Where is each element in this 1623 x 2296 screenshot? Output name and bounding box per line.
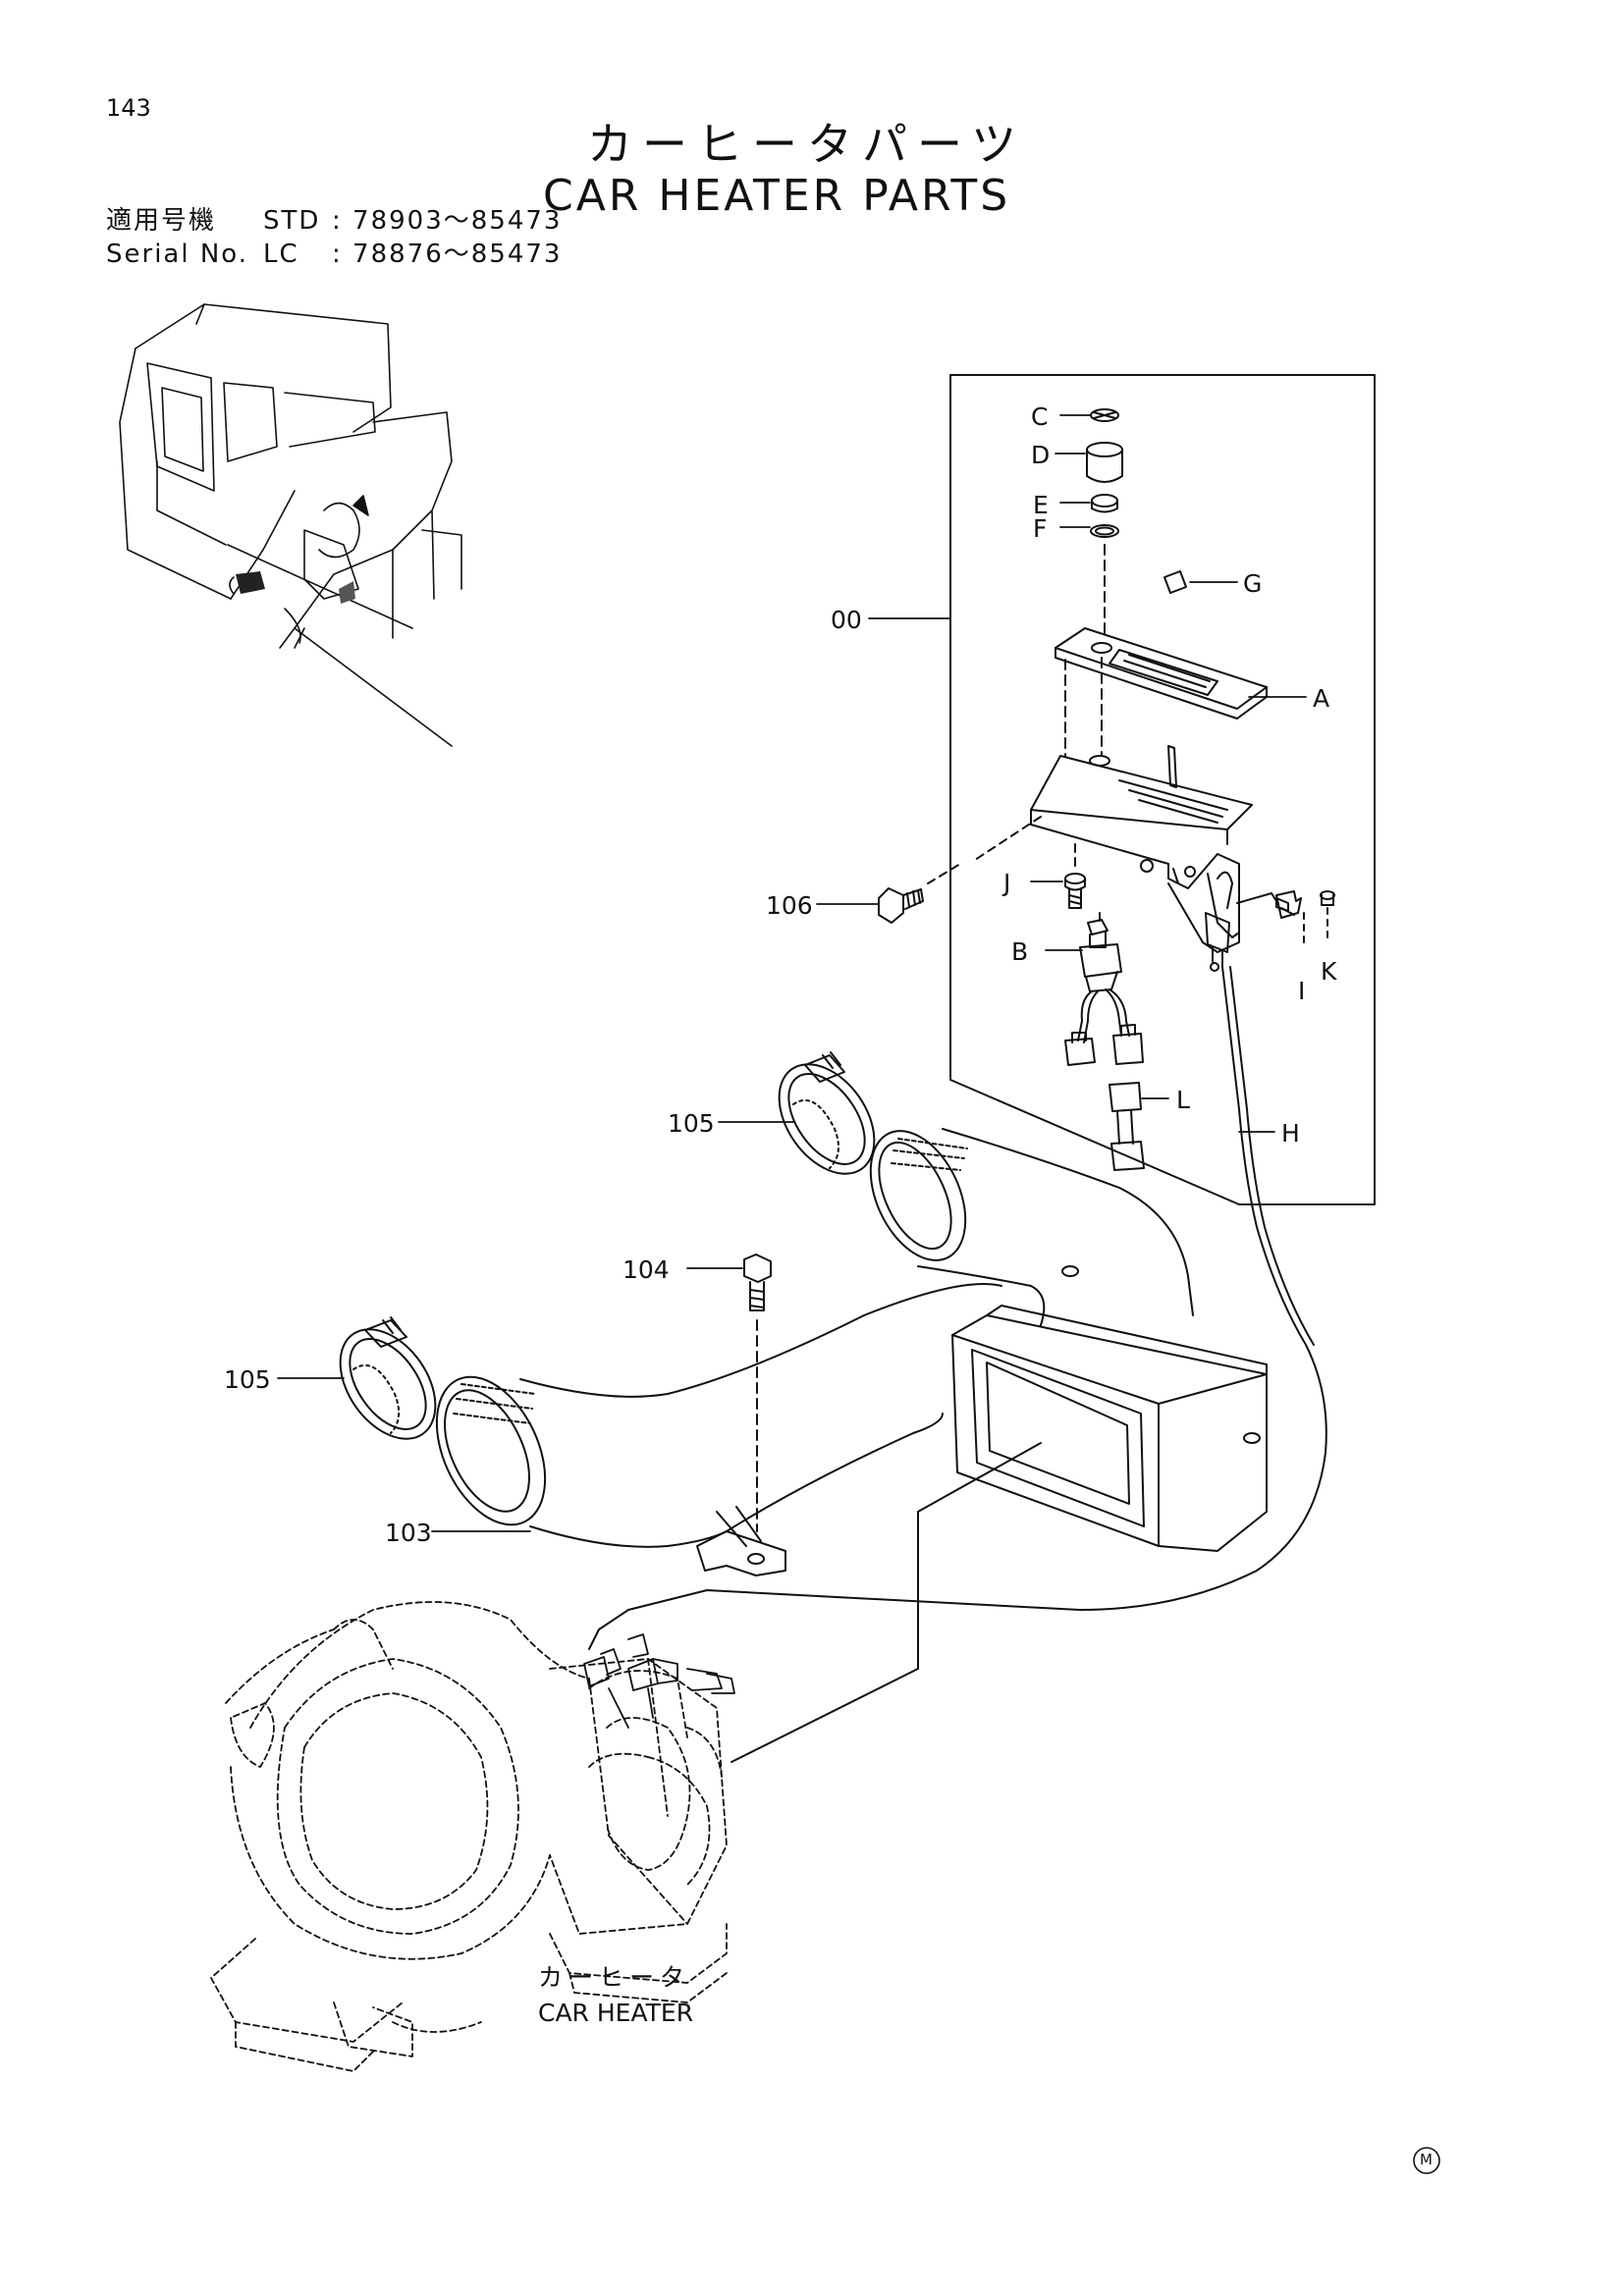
heater-valve-fittings — [584, 1634, 734, 1728]
mark-letter: M — [1420, 2151, 1433, 2168]
callout-d: D — [1031, 441, 1051, 469]
excavator-cab-illustration — [120, 304, 461, 746]
switch-b-harness — [1065, 920, 1143, 1065]
caption-japanese: カーヒータ — [538, 1963, 691, 1992]
clip-i-screw-k — [1276, 891, 1334, 942]
title-japanese: カーヒータパーツ — [587, 118, 1027, 171]
serial-label-en: Serial No. — [106, 240, 248, 269]
serial-model-lc: LC — [263, 240, 299, 269]
cable-h — [589, 967, 1326, 1649]
caption-english: CAR HEATER — [538, 1999, 694, 2027]
callout-106: 106 — [766, 891, 813, 920]
callout-a: A — [1313, 684, 1330, 713]
control-panel-box — [950, 375, 1375, 1204]
screw-j — [1065, 844, 1100, 923]
page-number: 143 — [106, 94, 151, 122]
callout-c: C — [1031, 402, 1049, 431]
bolt-106 — [879, 864, 960, 923]
title-english: CAR HEATER PARTS — [543, 171, 1011, 221]
callout-h: H — [1281, 1119, 1300, 1148]
connector-l — [1109, 1083, 1144, 1170]
callout-f: F — [1033, 514, 1048, 543]
callout-00: 00 — [831, 606, 862, 634]
knob-parts-stack — [1087, 409, 1186, 638]
callout-k: K — [1321, 957, 1337, 986]
callout-i: I — [1298, 977, 1306, 1005]
serial-range-std: : 78903～85473 — [332, 206, 563, 236]
serial-label-jp: 適用号機 — [106, 206, 217, 236]
hose-clamp-105-upper — [760, 1046, 894, 1191]
callout-b: B — [1011, 937, 1029, 966]
callout-105-upper: 105 — [668, 1109, 715, 1138]
callout-103: 103 — [385, 1519, 432, 1547]
callout-j: J — [1003, 869, 1011, 897]
bolt-104 — [744, 1255, 771, 1531]
callout-g: G — [1243, 569, 1263, 598]
callout-l: L — [1176, 1086, 1190, 1114]
hose-clamp-105-lower — [321, 1311, 456, 1456]
serial-model-std: STD — [263, 206, 321, 236]
callout-105-lower: 105 — [224, 1365, 271, 1394]
duct-103 — [415, 1116, 1267, 1762]
callout-leaders — [278, 415, 1306, 1531]
mark-circle-icon — [1414, 2148, 1439, 2173]
callout-104: 104 — [622, 1255, 670, 1284]
callout-e: E — [1033, 491, 1049, 519]
control-panel-assembly — [972, 628, 1294, 971]
serial-row-lc: Serial No. LC : 78876～85473 — [106, 241, 562, 267]
serial-row-std: 適用号機 STD : 78903～85473 — [106, 208, 562, 234]
serial-range-lc: : 78876～85473 — [332, 240, 563, 269]
